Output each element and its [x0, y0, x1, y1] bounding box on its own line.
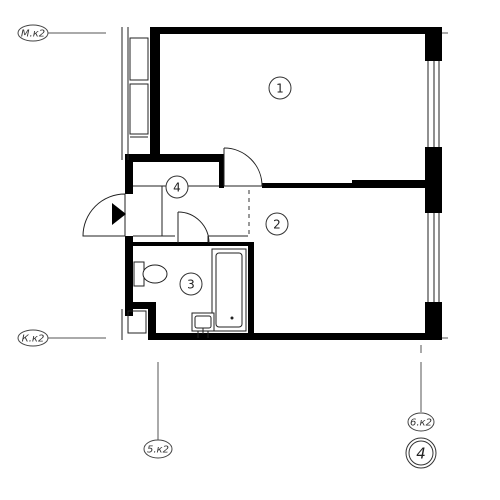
wall-bath-left	[125, 244, 133, 304]
wall-divider-1-2	[262, 183, 428, 188]
shaft-box-1	[129, 37, 149, 81]
axis-label-m: М.к2	[21, 29, 45, 40]
wall-corridor-top	[125, 154, 222, 162]
axis-label-k: К.к2	[22, 334, 45, 345]
axis-bubble-6: 6.к2	[407, 412, 435, 432]
room-label-4: 4	[165, 175, 189, 199]
room-label-3: 3	[179, 272, 203, 296]
door-bathroom	[177, 211, 210, 244]
axis-lines	[48, 32, 448, 440]
room-label-2: 2	[265, 212, 289, 236]
shaft-box-2	[129, 83, 149, 135]
wall-bath-jog-vert	[148, 302, 156, 340]
axis-bubble-m: М.к2	[17, 24, 49, 42]
bath-pipe-box	[127, 310, 147, 334]
svg-text:2: 2	[273, 218, 281, 232]
walls	[125, 27, 442, 340]
svg-text:3: 3	[187, 278, 195, 292]
svg-text:1: 1	[276, 82, 284, 96]
sheet-number: 4	[416, 445, 426, 463]
room-label-1: 1	[268, 76, 292, 100]
axis-label-6: 6.к2	[410, 418, 432, 429]
wall-right-mid	[425, 147, 442, 213]
wall-bath-top	[131, 242, 254, 246]
axis-bubble-5: 5.к2	[143, 439, 173, 459]
wall-right-bottom	[425, 302, 442, 340]
sink-icon	[191, 312, 215, 338]
door-room-1	[223, 147, 263, 187]
svg-text:4: 4	[173, 181, 181, 195]
toilet-icon	[133, 261, 168, 287]
wall-divider-thick	[352, 180, 428, 188]
wall-left-column	[150, 27, 160, 157]
axis-label-5: 5.к2	[147, 445, 169, 456]
wall-room2-left	[248, 243, 254, 335]
entrance-arrow-icon	[112, 203, 126, 225]
wall-top	[150, 27, 442, 34]
wall-bottom	[150, 333, 442, 340]
bathtub-icon	[211, 248, 247, 332]
wall-right-top	[425, 27, 442, 61]
wall-door1-jamb	[219, 154, 224, 188]
thin-lines	[121, 27, 440, 340]
wall-entry-upper	[125, 154, 133, 194]
sheet-number-mark: 4	[405, 437, 437, 469]
door-entrance	[82, 193, 126, 237]
axis-bubble-k: К.к2	[17, 329, 49, 347]
wall-bath-jog	[125, 302, 153, 309]
